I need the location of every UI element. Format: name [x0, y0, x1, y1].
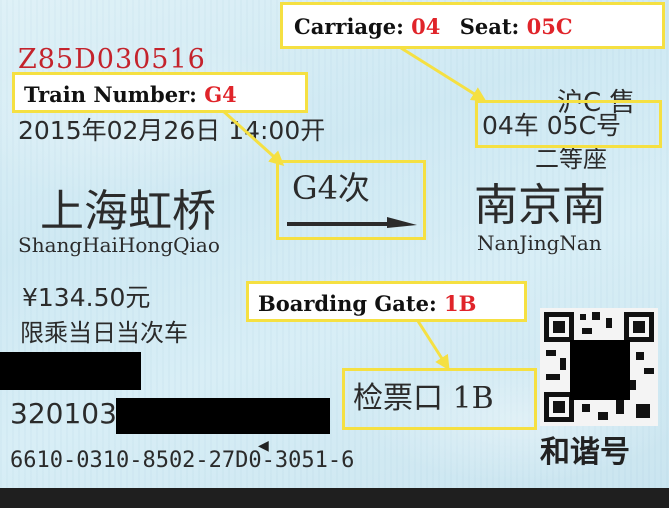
carriage-seat-zh: 04车 05C号	[482, 111, 622, 140]
seat-callout-arrow	[400, 46, 487, 102]
boarding-gate-callout: Boarding Gate: 1B	[246, 281, 527, 322]
triangle-marker-icon: ◀	[258, 438, 269, 454]
fare: ¥134.50元	[22, 283, 151, 312]
carriage-label: Carriage:	[294, 14, 404, 39]
seat-class: 二等座	[535, 145, 607, 173]
gate-zh: 检票口 1B	[353, 381, 494, 416]
carriage-value: 04	[411, 14, 441, 39]
train-number-zh: G4次	[292, 169, 370, 207]
from-station-zh: 上海虹桥	[40, 186, 216, 237]
background-edge	[0, 488, 669, 508]
brand-logo: 和谐号	[540, 435, 630, 470]
seat-label: Seat:	[459, 14, 520, 39]
gate-label: Boarding Gate:	[258, 291, 437, 316]
seat-value: 05C	[526, 14, 573, 39]
departure-datetime: 2015年02月26日 14:00开	[18, 116, 326, 145]
ticket-serial: 6610-0310-8502-27D0-3051-6	[10, 448, 355, 473]
to-station-pinyin: NanJingNan	[477, 231, 602, 255]
direction-arrow-icon	[287, 217, 417, 228]
from-station-pinyin: ShangHaiHongQiao	[18, 233, 220, 257]
ticket-number: Z85D030516	[18, 44, 206, 75]
train-number-callout: Train Number: G4	[12, 72, 308, 113]
carriage-seat-callout: Carriage: 04 Seat: 05C	[280, 2, 665, 49]
redacted-id-part-1	[116, 398, 330, 434]
qr-code-icon	[540, 308, 658, 426]
train-highlight-frame	[276, 160, 426, 240]
train-callout-arrow	[220, 108, 285, 167]
travel-restriction: 限乘当日当次车	[20, 319, 188, 347]
gate-value: 1B	[444, 291, 477, 316]
id-number-prefix: 320103	[10, 397, 117, 430]
gate-callout-arrow	[414, 317, 450, 371]
to-station-zh: 南京南	[474, 180, 606, 231]
issuer-label: 沪C 售	[557, 88, 636, 118]
train-label: Train Number:	[24, 82, 197, 107]
seat-highlight-frame	[475, 100, 662, 148]
redacted-name	[0, 352, 141, 390]
train-value: G4	[204, 82, 237, 107]
